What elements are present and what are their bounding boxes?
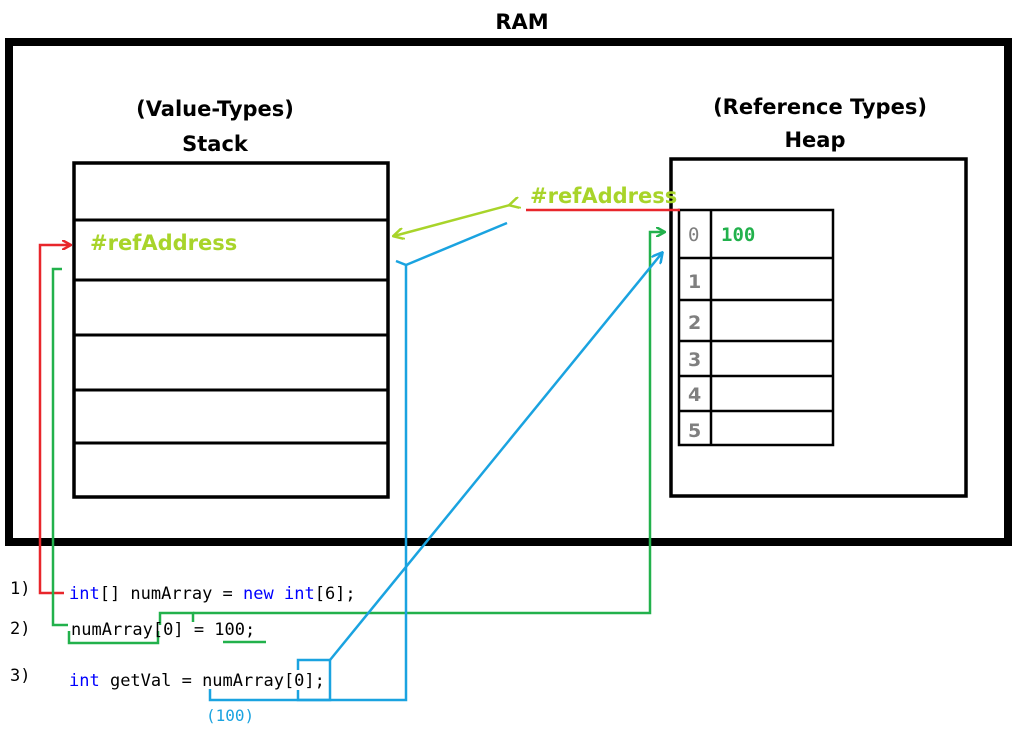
code-token: int: [284, 584, 315, 604]
result-note: (100): [206, 706, 254, 725]
code-token: int: [69, 584, 100, 604]
code-line-3: int getVal = numArray[0];: [69, 671, 325, 691]
heap-box: [669, 157, 968, 498]
heap-index-3: 3: [688, 349, 701, 371]
step2-heap-arrow: [193, 232, 664, 615]
step2-index-bracket: [158, 611, 195, 625]
heap-type-label: (Reference Types): [713, 95, 927, 119]
code-token: getVal = numArray[0];: [100, 671, 325, 691]
step3-stack-connector: [208, 259, 408, 702]
stack-ref-address: #refAddress: [90, 231, 237, 255]
heap-index-2: 2: [688, 312, 701, 334]
code-token: numArray[0] = 100;: [71, 620, 255, 640]
code-token: [6];: [315, 584, 356, 604]
code-token: [] numArray =: [100, 584, 243, 604]
code-token: int: [69, 671, 100, 691]
heap-index-4: 4: [688, 384, 701, 406]
stack-box: [72, 161, 390, 499]
step3-index-box: [296, 658, 332, 702]
heap-value-0: 100: [721, 224, 755, 246]
heap-index-1: 1: [688, 271, 701, 293]
step3-heap-arrow: [329, 253, 662, 661]
heap-title: Heap: [784, 128, 845, 152]
code-line-1: int[] numArray = new int[6];: [69, 584, 356, 604]
stack-type-label: (Value-Types): [136, 97, 294, 121]
ram-frame: [5, 38, 1012, 546]
step3-stack-link: [405, 221, 508, 267]
code-token: new: [243, 584, 274, 604]
code-token: [274, 584, 284, 604]
step2-numarray-underline: [67, 631, 160, 645]
step-number: 1): [10, 579, 30, 599]
step-number: 2): [10, 619, 30, 639]
heap-index-0: 0: [688, 224, 699, 246]
code-line-2: numArray[0] = 100;: [71, 620, 255, 640]
step-number: 3): [10, 666, 30, 686]
heap-array: 0 1 2 3 4 5 100: [677, 208, 835, 447]
ref-address-link-arrow: [394, 205, 510, 236]
heap-ref-address: #refAddress: [530, 184, 677, 208]
heap-index-5: 5: [688, 420, 701, 442]
stack-title: Stack: [182, 132, 249, 156]
step2-stack-connector: [51, 267, 68, 627]
ram-title: RAM: [495, 10, 548, 34]
